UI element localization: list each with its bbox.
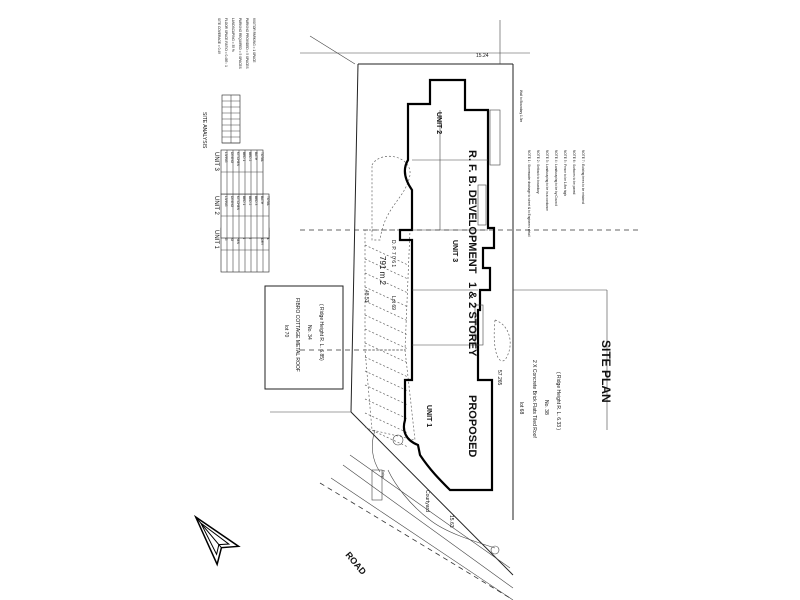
north-arrow-icon	[193, 514, 241, 567]
road-frontage-dimension: 15.63	[448, 515, 454, 528]
lot-70-description: FIBRO COTTAGE METAL ROOF	[294, 298, 300, 372]
lot-70-label-box: lot 70 FIBRO COTTAGE METAL ROOF No. 34 (…	[264, 285, 344, 390]
lot-69-label: Lot 69	[390, 296, 396, 310]
note-item: NOTE 3 : Landscaping to be in accordance	[545, 150, 549, 211]
lot-68-ridge-height: ( Ridge Height R. L. 6.33 )	[555, 372, 561, 430]
lot-68-title: lot 68	[518, 402, 524, 414]
unit-table-row: BED 1	[242, 196, 246, 205]
unit-table-row: BATH	[254, 152, 258, 161]
unit-table-title: UNIT 1	[213, 230, 219, 250]
north-boundary-dimension: 15.24	[476, 53, 489, 59]
unit-table-row: LIVING	[224, 152, 228, 163]
unit-table-title: UNIT 3	[213, 152, 219, 172]
courtyard-label: Courtyard	[424, 490, 430, 512]
site-boundary	[270, 20, 608, 600]
unit-table-row: DINING	[230, 196, 234, 208]
property-lines	[300, 229, 640, 351]
unit-table-row: KITCHEN	[236, 196, 240, 211]
note-item: NOTE 1 : Stormwater drainage to street &…	[527, 150, 531, 237]
site-analysis-title: SITE ANALYSIS	[201, 112, 207, 149]
road-label: ROAD	[343, 550, 368, 577]
building-outline	[398, 78, 501, 492]
note-item: NOTE 4 : Landscaping to be by Council	[554, 150, 558, 206]
note-item: NOTE 7 : Existing trees to be retained	[581, 150, 585, 204]
lot-70-ridge-height: ( Ridge Height R. L. 6.85)	[318, 304, 324, 361]
site-analysis-item: LANDSCAPING = 35 %	[231, 18, 235, 52]
storey-title: 1 & 2 STOREY	[466, 282, 478, 357]
lot-70-number: No. 34	[306, 325, 312, 340]
lot-68-label: lot 68 2 X Concrete Brick Flats Tiled Ro…	[518, 360, 561, 438]
site-area: 791 m 2	[378, 256, 387, 285]
unit-table-row: BATH	[260, 196, 264, 205]
east-boundary-dimension: 57.265	[496, 370, 502, 386]
dp-number: D. P. 7 0 6 1	[390, 240, 396, 267]
unit-2-label: UNIT 2	[435, 112, 442, 134]
site-plan-title: SITE PLAN	[599, 340, 613, 403]
development-title: R. F. B. DEVELOPMENT	[466, 150, 478, 274]
lot-70-title: lot 70	[283, 325, 289, 337]
site-analysis-item: PARKING PROVIDED = 5 SPACES	[245, 18, 249, 69]
site-analysis-item: PARKING REQUIRED = 5 SPACES	[238, 18, 242, 69]
unit-1-label: UNIT 1	[425, 405, 432, 427]
site-analysis-item: VISITOR PARKING = 1 SPACE	[252, 18, 256, 63]
unit-table-row: BED 3	[254, 196, 258, 205]
lot-68-number: No. 38	[543, 400, 549, 415]
site-analysis-item: FLOOR SPACE RATIO = 0.485 : 1	[224, 18, 228, 67]
note-item: NOTE 2 : Setback to boundary	[536, 150, 540, 194]
driveway-hatching	[364, 156, 511, 448]
notes-list: NOTE 1 : Stormwater drainage to street &…	[527, 150, 585, 237]
unit-table-row: TOTAL	[260, 152, 264, 162]
landscape-details	[371, 429, 500, 555]
west-boundary-dimension: 48.53	[363, 290, 369, 303]
note-item: NOTE 6 : Surfaces to be paved	[572, 150, 576, 195]
unit-table-row: BED 2	[248, 196, 252, 205]
site-analysis-item: SITE COVERAGE = 0.49	[217, 18, 221, 54]
unit-table-row: LIVING	[224, 196, 228, 207]
note-item: NOTE 5 : Fence to be 1.8m high	[563, 150, 567, 196]
unit-table-title: UNIT 2	[213, 196, 219, 216]
unit-3-label: UNIT 3	[451, 240, 458, 262]
unit-table-row: BED 2	[248, 152, 252, 161]
unit-table-row: KITCHEN	[236, 152, 240, 167]
unit-table-row: BED 1	[242, 152, 246, 161]
unit-table-row: TOTAL	[266, 196, 270, 206]
lot-68-description: 2 X Concrete Brick Flats Tiled Roof	[531, 360, 537, 438]
proposed-title: PROPOSED	[466, 395, 478, 457]
entry-label: Entry	[381, 470, 385, 478]
wall-to-boundary-label: Wall to Boundary 1.3m	[519, 90, 523, 122]
unit-table-row: DINING	[230, 152, 234, 164]
